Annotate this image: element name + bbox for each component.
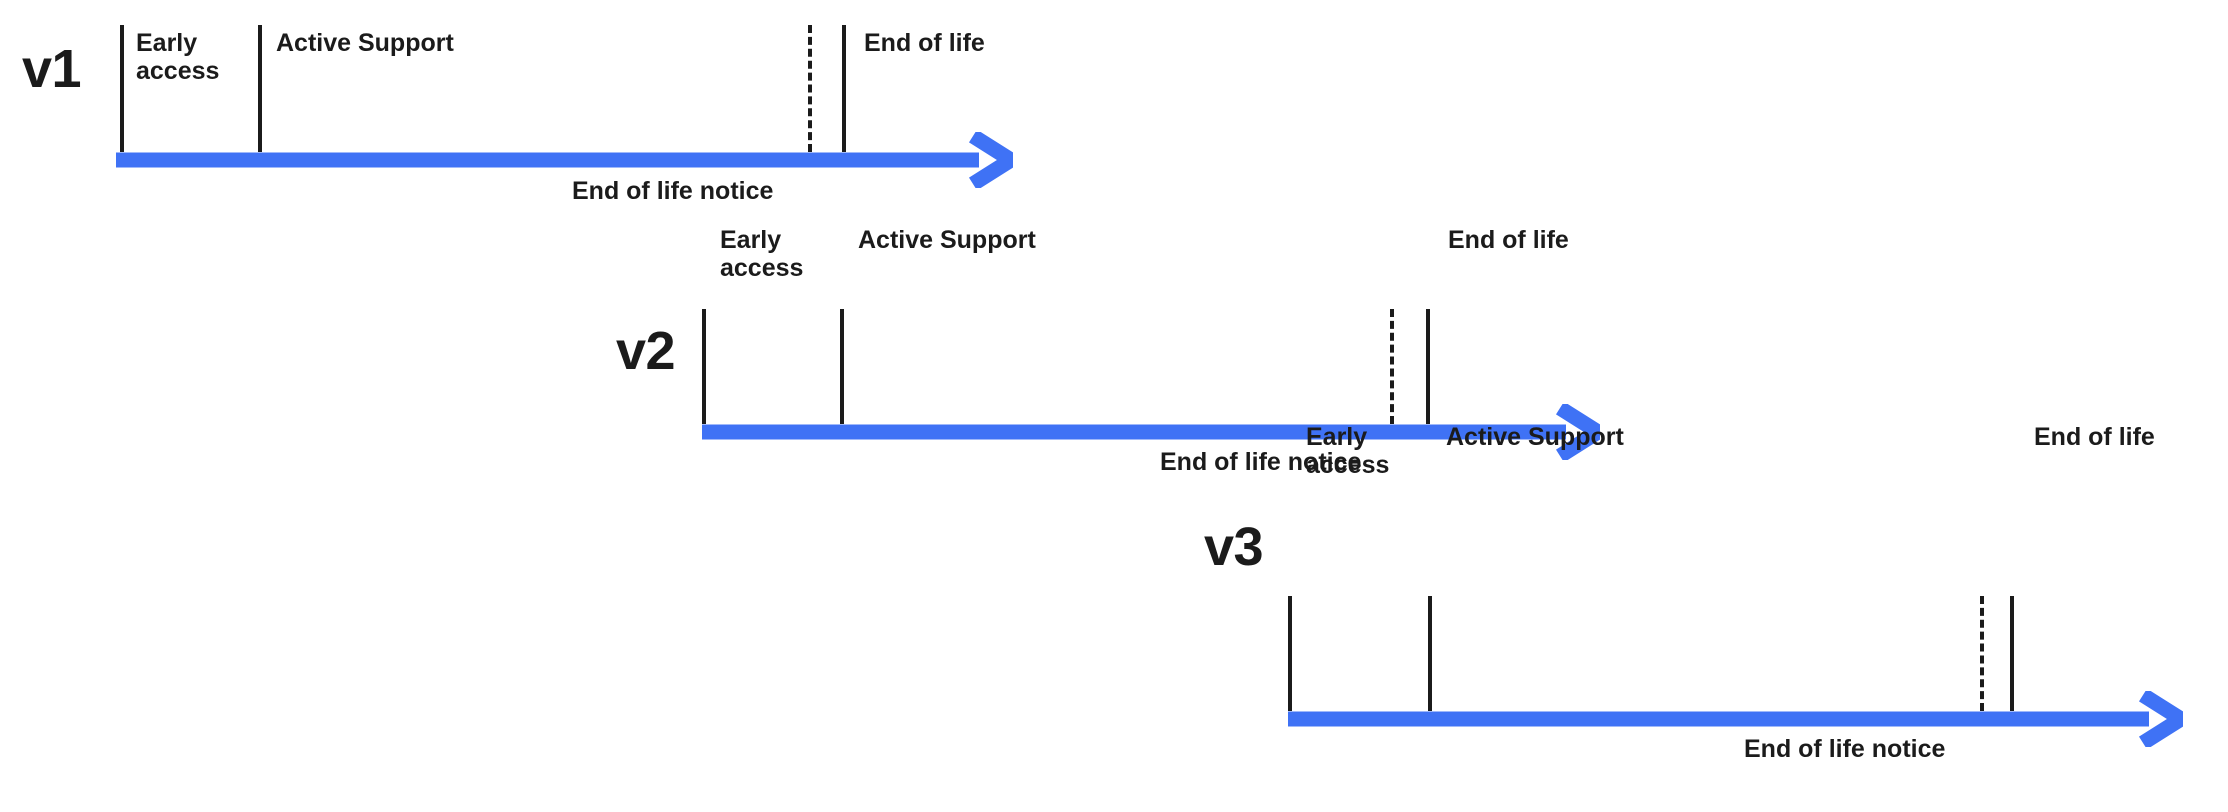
phase-divider-v2-3: [1426, 309, 1430, 424]
phase-label-end-of-life-v2: End of life: [1448, 226, 1569, 254]
phase-label-active-support-v1: Active Support: [276, 29, 454, 57]
phase-divider-v1-3: [842, 25, 846, 152]
phase-divider-v3-1: [1288, 596, 1292, 711]
phase-divider-v1-2: [258, 25, 262, 152]
phase-divider-v1-1: [120, 25, 124, 152]
phase-divider-v3-2: [1428, 596, 1432, 711]
phase-label-end-of-life-v1: End of life: [864, 29, 985, 57]
phase-divider-v2-2: [840, 309, 844, 424]
end-of-life-notice-marker-v1: [808, 25, 812, 152]
phase-label-active-support-v2: Active Support: [858, 226, 1036, 254]
phase-divider-v3-3: [2010, 596, 2014, 711]
end-of-life-notice-label-v3: End of life notice: [1744, 735, 1946, 763]
timeline-arrow-v1: [116, 131, 1013, 188]
phase-label-early-access-v1: Early access: [136, 29, 220, 85]
version-label-v3: v3: [1204, 517, 1264, 577]
timeline-arrow-v2: [702, 403, 1600, 460]
timeline-arrow-v3: [1288, 690, 2183, 747]
phase-divider-v2-1: [702, 309, 706, 424]
end-of-life-notice-marker-v2: [1390, 309, 1394, 424]
phase-label-early-access-v2: Early access: [720, 226, 804, 282]
end-of-life-notice-label-v1: End of life notice: [572, 177, 774, 205]
version-label-v1: v1: [22, 39, 82, 99]
phase-label-early-access-v3: Early access: [1306, 423, 1390, 479]
end-of-life-notice-marker-v3: [1980, 596, 1984, 711]
phase-label-end-of-life-v3: End of life: [2034, 423, 2155, 451]
phase-label-active-support-v3: Active Support: [1446, 423, 1624, 451]
version-label-v2: v2: [616, 321, 676, 381]
end-of-life-notice-label-v2: End of life notice: [1160, 448, 1362, 476]
